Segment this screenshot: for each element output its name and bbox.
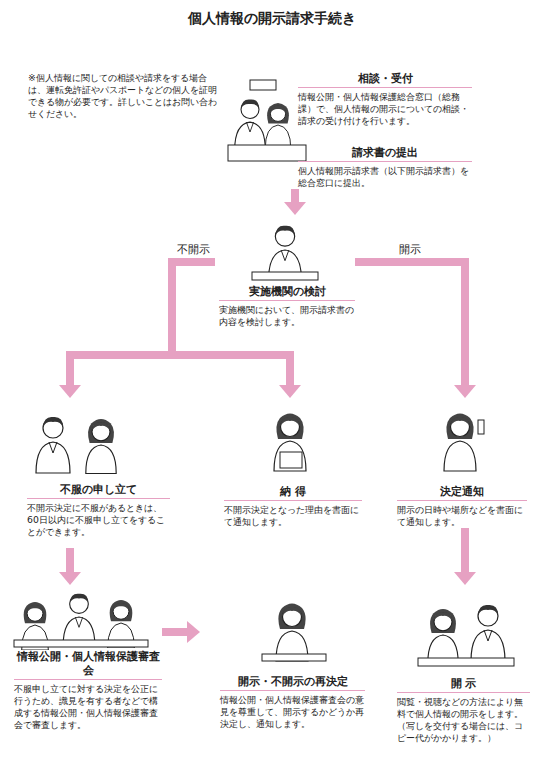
- branch-label: 開示: [399, 242, 421, 257]
- process-step: 決定通知開示の日時や場所などを書面にて通知します。: [395, 398, 527, 528]
- flow-line: [461, 528, 469, 573]
- phone: [478, 420, 484, 434]
- step-description: 不開示決定となった理由を書面にて通知します。: [224, 504, 362, 528]
- step-description: 不服申し立てに対する決定を公正に行うため、識見を有する者などで構成する情報公開・…: [14, 683, 162, 731]
- step-heading: 納 得: [224, 485, 362, 501]
- process-step: 開 示閲覧・視聴などの方法により無料で個人情報の開示をします。（写しを交付する場…: [395, 585, 530, 750]
- process-step: 不服の申し立て不開示決定に不服があるときは、60日以内に不服申し立てをすることが…: [25, 398, 170, 548]
- flow-arrow: [454, 528, 476, 585]
- step-heading: 請求書の提出: [298, 146, 472, 162]
- page-title: 個人情報の開示請求手続き: [0, 10, 543, 28]
- step-heading: 決定通知: [397, 485, 527, 501]
- step-heading: 実施機関の検討: [219, 285, 355, 301]
- applicant-figure: [444, 414, 476, 472]
- arrow-head: [59, 572, 81, 585]
- process-step: 相談・受付情報公開・個人情報保護総合窓口（総務課）で、個人情報の開示についての相…: [290, 72, 472, 144]
- flow-line: [162, 628, 188, 636]
- paper: [280, 452, 302, 468]
- arrow-head: [284, 202, 306, 215]
- flow-arrow: [162, 621, 200, 643]
- flow-line: [355, 262, 465, 386]
- branch-label: 不開示: [177, 242, 210, 257]
- applicant-figure: [428, 609, 458, 664]
- official-figure: [276, 604, 308, 662]
- note-text: ※個人情報に関しての相談や請求をする場合は、運転免許証やパスポートなどの個人を証…: [28, 72, 218, 120]
- flow-line: [291, 189, 299, 203]
- board-table: [14, 640, 148, 647]
- step-description: 情報公開・個人情報保護総合窓口（総務課）で、個人情報の開示についての相談・請求の…: [298, 91, 472, 127]
- visitor-figure: [265, 103, 291, 149]
- process-step: 実施機関の検討実施機関において、開示請求書の内容を検討します。: [215, 215, 355, 335]
- flow-line: [70, 262, 215, 386]
- board-member-figure: [63, 594, 95, 646]
- office-desk: [262, 654, 326, 661]
- process-step: 開示・不開示の再決定情報公開・個人情報保護審査会の意見を尊重して、開示するかどう…: [200, 585, 365, 735]
- step-description: 個人情報開示請求書（以下開示請求書）を総合窓口に提出。: [298, 165, 472, 189]
- step-heading: 開示・不開示の再決定: [220, 675, 365, 691]
- office-desk: [252, 272, 318, 280]
- counter-sign: [250, 80, 276, 90]
- process-step: 情報公開・個人情報保護審査会不服申し立てに対する決定を公正に行うため、識見を有す…: [12, 585, 162, 745]
- step-heading: 相談・受付: [298, 72, 472, 88]
- arrow-head: [454, 385, 476, 398]
- step-description: 不開示決定に不服があるときは、60日以内に不服申し立てをすることができます。: [27, 502, 170, 538]
- step-heading: 情報公開・個人情報保護審査会: [14, 650, 162, 680]
- process-step: 納 得不開示決定となった理由を書面にて通知します。: [222, 398, 362, 528]
- step-description: 情報公開・個人情報保護審査会の意見を尊重して、開示するかどうか再決定し、通知しま…: [220, 694, 365, 730]
- flow-arrow: [355, 262, 476, 398]
- arrow-head: [59, 385, 81, 398]
- flow-arrow: [172, 262, 301, 398]
- step-description: 開示の日時や場所などを書面にて通知します。: [397, 504, 527, 528]
- arrow-head: [454, 572, 476, 585]
- step-heading: 不服の申し立て: [27, 483, 170, 499]
- step-heading: 開 示: [397, 677, 530, 693]
- step-description: 閲覧・視聴などの方法により無料で個人情報の開示をします。（写しを交付する場合には…: [397, 696, 530, 744]
- official-figure: [36, 417, 70, 473]
- applicant-figure: [86, 419, 116, 474]
- step-description: 実施機関において、開示請求書の内容を検討します。: [219, 304, 355, 328]
- flow-line: [66, 548, 74, 573]
- flow-arrow: [59, 548, 81, 585]
- official-figure: [471, 605, 505, 661]
- flow-arrow: [59, 262, 215, 398]
- process-step: 請求書の提出個人情報開示請求書（以下開示請求書）を総合窓口に提出。: [290, 146, 472, 189]
- reception-desk: [228, 145, 306, 161]
- disclosure-table: [418, 658, 514, 666]
- staff-figure: [235, 100, 266, 150]
- applicant-figure: [274, 414, 306, 472]
- arrow-head: [187, 621, 200, 643]
- arrow-head: [279, 385, 301, 398]
- flow-arrow: [284, 189, 306, 215]
